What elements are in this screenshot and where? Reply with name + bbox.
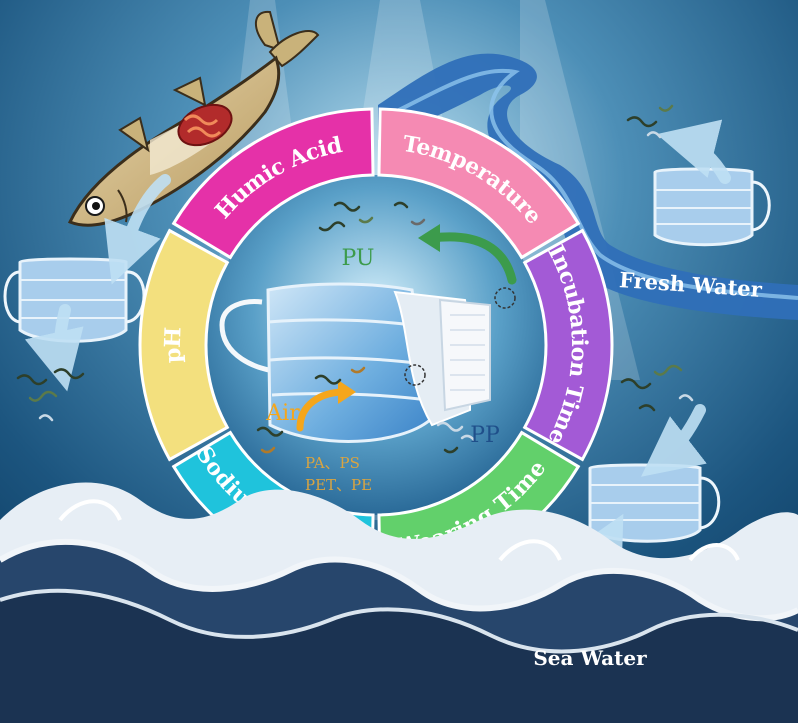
mask-right-top xyxy=(653,167,771,247)
air-label: Air xyxy=(265,401,300,426)
pu-label: PU xyxy=(342,246,375,271)
pp-label: PP xyxy=(470,423,500,448)
air-arrowhead xyxy=(338,380,356,404)
sea-waves xyxy=(0,482,798,723)
pa-ps-label: PA、PS xyxy=(305,454,360,472)
ring-segment-incubation-time xyxy=(522,228,614,462)
pu-arrowhead xyxy=(418,224,440,252)
pu-arrow xyxy=(427,232,517,285)
ring-label-ph: pH xyxy=(160,326,187,363)
ring-segment-temperature xyxy=(377,107,581,260)
sea-water-label: Sea Water xyxy=(533,646,647,670)
ring-segment-humic-acid xyxy=(171,107,375,260)
ring-segment-ph xyxy=(138,228,230,462)
pet-pe-label: PET、PE xyxy=(305,476,372,494)
center-fibers xyxy=(256,201,476,454)
mask-left xyxy=(3,257,146,343)
microfibers xyxy=(16,104,694,422)
